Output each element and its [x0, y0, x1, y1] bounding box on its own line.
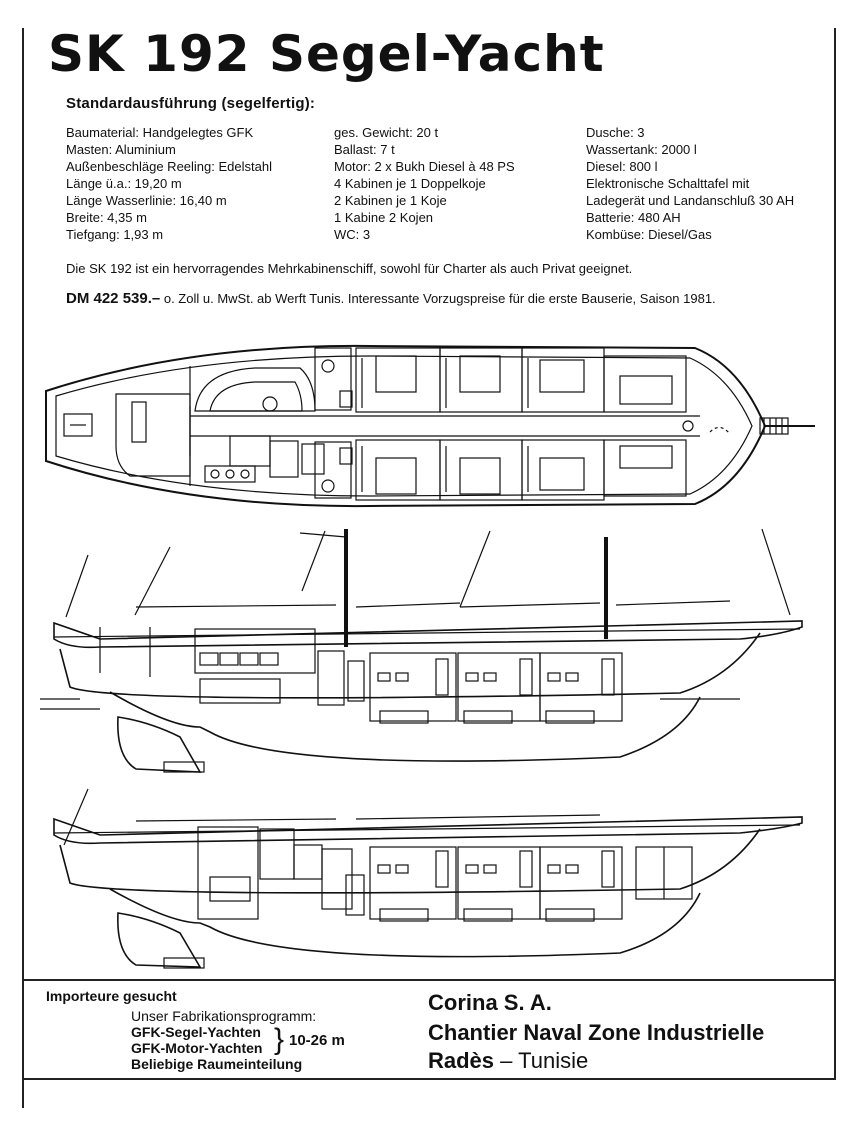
price-line: DM 422 539.– o. Zoll u. MwSt. ab Werft T…: [66, 290, 716, 307]
spec-item: Ballast: 7 t: [334, 142, 395, 157]
footer-bottom-line: [22, 1078, 836, 1080]
spec-item: Dusche: 3: [586, 125, 645, 140]
spec-item: 2 Kabinen je 1 Koje: [334, 193, 447, 208]
spec-item: Tiefgang: 1,93 m: [66, 227, 164, 242]
program-item: GFK-Segel-Yachten: [131, 1024, 261, 1040]
company-location: Radès – Tunisie: [428, 1048, 588, 1074]
spec-subtitle: Standardausführung (segelfertig):: [66, 95, 316, 112]
company-city: Radès: [428, 1048, 495, 1073]
spec-item: Kombüse: Diesel/Gas: [586, 227, 712, 242]
frame-right-line: [834, 28, 836, 1080]
importers-heading: Importeure gesucht: [46, 988, 177, 1004]
spec-item: ges. Gewicht: 20 t: [334, 125, 439, 140]
spec-column-1: Baumaterial: Handgelegtes GFK Masten: Al…: [66, 124, 272, 243]
spec-item: Breite: 4,35 m: [66, 210, 147, 225]
price-amount: DM 422 539.–: [66, 290, 161, 307]
spec-column-2: ges. Gewicht: 20 t Ballast: 7 t Motor: 2…: [334, 124, 515, 243]
spec-item: Baumaterial: Handgelegtes GFK: [66, 125, 254, 140]
company-separator: –: [494, 1048, 519, 1073]
spec-item: Motor: 2 x Bukh Diesel à 48 PS: [334, 159, 515, 174]
deck-plan-drawing: [45, 344, 815, 508]
spec-item: Länge ü.a.: 19,20 m: [66, 176, 182, 191]
spec-item: Ladegerät und Landanschluß 30 AH: [586, 193, 795, 208]
side-section-drawing-2: [53, 788, 803, 969]
company-country: Tunisie: [518, 1048, 589, 1073]
size-range: 10-26 m: [289, 1032, 345, 1049]
page-title: SK 192 Segel-Yacht: [48, 25, 605, 83]
spec-column-3: Dusche: 3 Wassertank: 2000 l Diesel: 800…: [586, 124, 794, 243]
yacht-description: Die SK 192 ist ein hervorragendes Mehrka…: [66, 261, 633, 276]
spec-item: Batterie: 480 AH: [586, 210, 681, 225]
spec-item: Länge Wasserlinie: 16,40 m: [66, 193, 227, 208]
footer-top-line: [22, 979, 836, 981]
spec-item: Außenbeschläge Reeling: Edelstahl: [66, 159, 272, 174]
program-item: Beliebige Raumeinteilung: [131, 1056, 303, 1072]
spec-item: Elektronische Schalttafel mit: [586, 176, 750, 191]
spec-item: Diesel: 800 l: [586, 159, 658, 174]
spec-item: 4 Kabinen je 1 Doppelkoje: [334, 176, 486, 191]
spec-item: Masten: Aluminium: [66, 142, 176, 157]
program-item: GFK-Motor-Yachten: [131, 1040, 263, 1056]
company-name: Corina S. A.: [428, 990, 552, 1015]
price-text: o. Zoll u. MwSt. ab Werft Tunis. Interes…: [160, 291, 716, 306]
side-section-drawing-1: [40, 528, 803, 773]
frame-left-line: [22, 28, 24, 1108]
brace-icon: }: [274, 1023, 285, 1056]
program-title: Unser Fabrikationsprogramm:: [131, 1008, 317, 1024]
spec-item: 1 Kabine 2 Kojen: [334, 210, 434, 225]
company-line2: Chantier Naval Zone Industrielle: [428, 1020, 765, 1045]
spec-item: WC: 3: [334, 227, 371, 242]
spec-item: Wassertank: 2000 l: [586, 142, 697, 157]
